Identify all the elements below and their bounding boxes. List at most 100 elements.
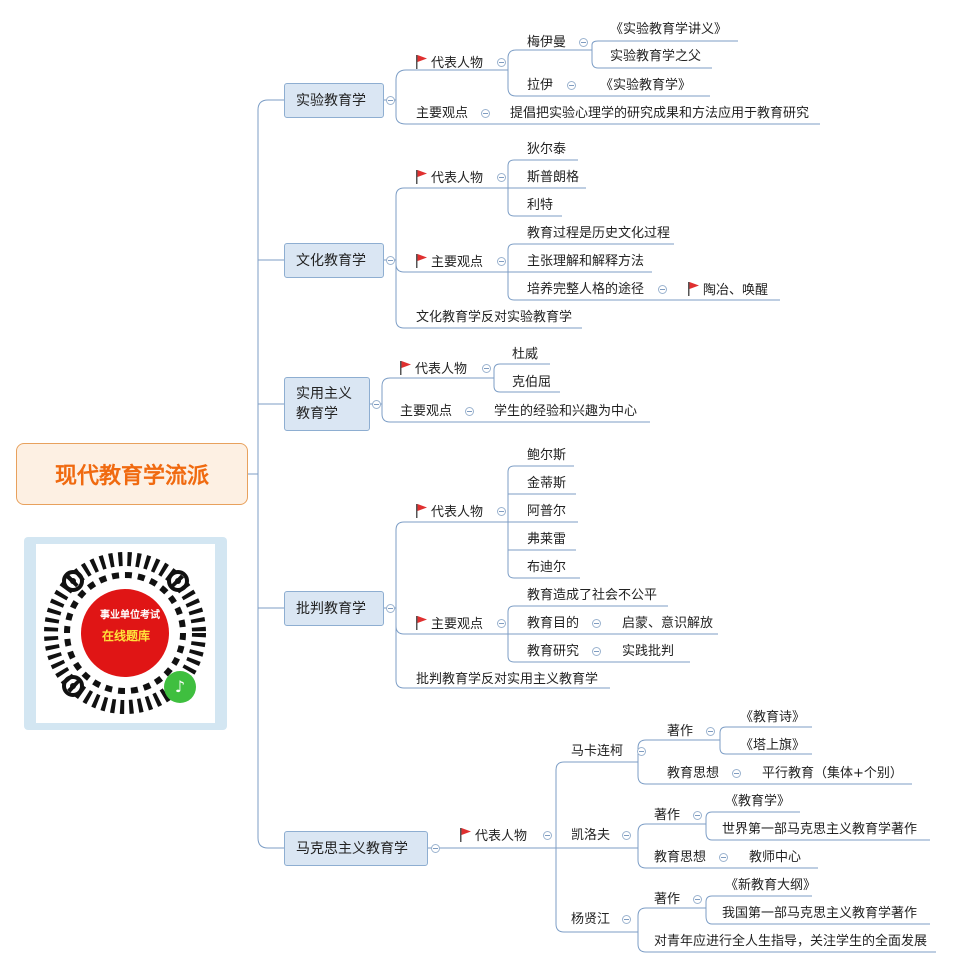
flag-icon [416,504,427,518]
person-lay: 拉伊 [527,78,554,93]
person-makarenko: 马卡连柯 [571,744,624,759]
view-text: 教育目的 [527,616,580,631]
collapse-icon[interactable] [693,811,702,820]
view-text: 教育过程是历史文化过程 [527,226,671,241]
collapse-icon[interactable] [497,507,506,516]
branch-title: 实验教育学 [296,92,366,109]
collapse-icon[interactable] [386,604,395,613]
work-title: 《塔上旗》 [740,738,806,753]
flag-icon [460,828,471,842]
person-apple: 阿普尔 [527,504,567,519]
rep-label: 代表人物 [416,170,483,187]
rep-label: 代表人物 [400,361,467,378]
thought-text: 对青年应进行全人生指导，关注学生的全面发展 [654,934,928,949]
person-litt: 利特 [527,198,554,213]
thought-label: 教育思想 [667,766,720,781]
collapse-icon[interactable] [543,831,552,840]
flag-icon [416,616,427,630]
collapse-icon[interactable] [592,647,601,656]
person-gintis: 金蒂斯 [527,476,567,491]
branch-experimental-pedagogy[interactable]: 实验教育学 [284,83,384,118]
person-spranger: 斯普朗格 [527,170,580,185]
collapse-icon[interactable] [658,285,667,294]
work-note: 世界第一部马克思主义教育学著作 [722,822,918,837]
collapse-icon[interactable] [497,173,506,182]
collapse-icon[interactable] [481,109,490,118]
branch-title: 马克思主义教育学 [296,840,408,857]
person-kairov: 凯洛夫 [571,828,611,843]
branch-cultural-pedagogy[interactable]: 文化教育学 [284,243,384,278]
collapse-icon[interactable] [431,844,440,853]
person-bowles: 鲍尔斯 [527,448,567,463]
view-text: 教育研究 [527,644,580,659]
person-freire: 弗莱雷 [527,532,567,547]
collapse-icon[interactable] [637,747,646,756]
flag-icon [416,254,427,268]
work-title: 《教育学》 [725,794,791,809]
collapse-icon[interactable] [386,256,395,265]
collapse-icon[interactable] [386,96,395,105]
branch-critical-pedagogy[interactable]: 批判教育学 [284,591,384,626]
work-note: 我国第一部马克思主义教育学著作 [722,906,918,921]
person-yang-xianjiang: 杨贤江 [571,912,611,927]
works-label: 著作 [654,892,681,907]
view-subtext: 实践批判 [622,644,675,659]
root-topic[interactable]: 现代教育学流派 [16,443,248,505]
flag-icon [416,55,427,69]
collapse-icon[interactable] [706,727,715,736]
branch-title-line1: 实用主义 [296,386,352,402]
collapse-icon[interactable] [719,853,728,862]
view-label: 主要观点 [416,616,483,633]
collapse-icon[interactable] [497,257,506,266]
svg-text:♪: ♪ [175,677,185,696]
works-label: 著作 [667,724,694,739]
collapse-icon[interactable] [592,619,601,628]
flag-icon [416,170,427,184]
person-kilpatrick: 克伯屈 [512,375,552,390]
qr-code-card: ♪ 事业单位考试 在线题库 [24,537,227,730]
work-title: 《教育诗》 [740,710,806,725]
view-text: 主张理解和解释方法 [527,254,645,269]
work-title: 《实验教育学讲义》 [610,22,728,37]
collapse-icon[interactable] [693,895,702,904]
qr-code: ♪ [36,544,215,723]
view-label: 主要观点 [416,254,483,271]
collapse-icon[interactable] [372,400,381,409]
branch-marxist-pedagogy[interactable]: 马克思主义教育学 [284,831,428,866]
collapse-icon[interactable] [497,619,506,628]
collapse-icon[interactable] [497,58,506,67]
person-note: 实验教育学之父 [610,49,702,64]
collapse-icon[interactable] [732,769,741,778]
view-text: 培养完整人格的途径 [527,282,645,297]
collapse-icon[interactable] [567,81,576,90]
flag-icon [688,282,699,296]
view-subtext: 陶冶、唤醒 [688,282,768,299]
view-subtext: 启蒙、意识解放 [622,616,714,631]
collapse-icon[interactable] [482,364,491,373]
work-title: 《实验教育学》 [600,78,692,93]
note-text: 文化教育学反对实验教育学 [416,310,573,325]
view-label: 主要观点 [400,404,453,419]
view-text: 教育造成了社会不公平 [527,588,658,603]
collapse-icon[interactable] [622,831,631,840]
collapse-icon[interactable] [579,38,588,47]
rep-label: 代表人物 [416,55,483,72]
rep-label: 代表人物 [460,828,527,845]
thought-label: 教育思想 [654,850,707,865]
qr-caption-line2: 在线题库 [102,629,151,643]
view-label: 主要观点 [416,106,469,121]
collapse-icon[interactable] [465,407,474,416]
thought-text: 平行教育（集体+个别） [762,766,903,781]
work-title: 《新教育大纲》 [725,878,817,893]
person-dilthey: 狄尔泰 [527,142,567,157]
collapse-icon[interactable] [622,915,631,924]
branch-title: 文化教育学 [296,252,366,269]
branch-title-line2: 教育学 [296,406,338,422]
flag-icon [400,361,411,375]
qr-pattern-icon: ♪ [44,552,206,714]
person-bourdieu: 布迪尔 [527,560,567,575]
branch-pragmatism-pedagogy[interactable]: 实用主义 教育学 [284,377,370,431]
thought-text: 教师中心 [749,850,802,865]
rep-label: 代表人物 [416,504,483,521]
